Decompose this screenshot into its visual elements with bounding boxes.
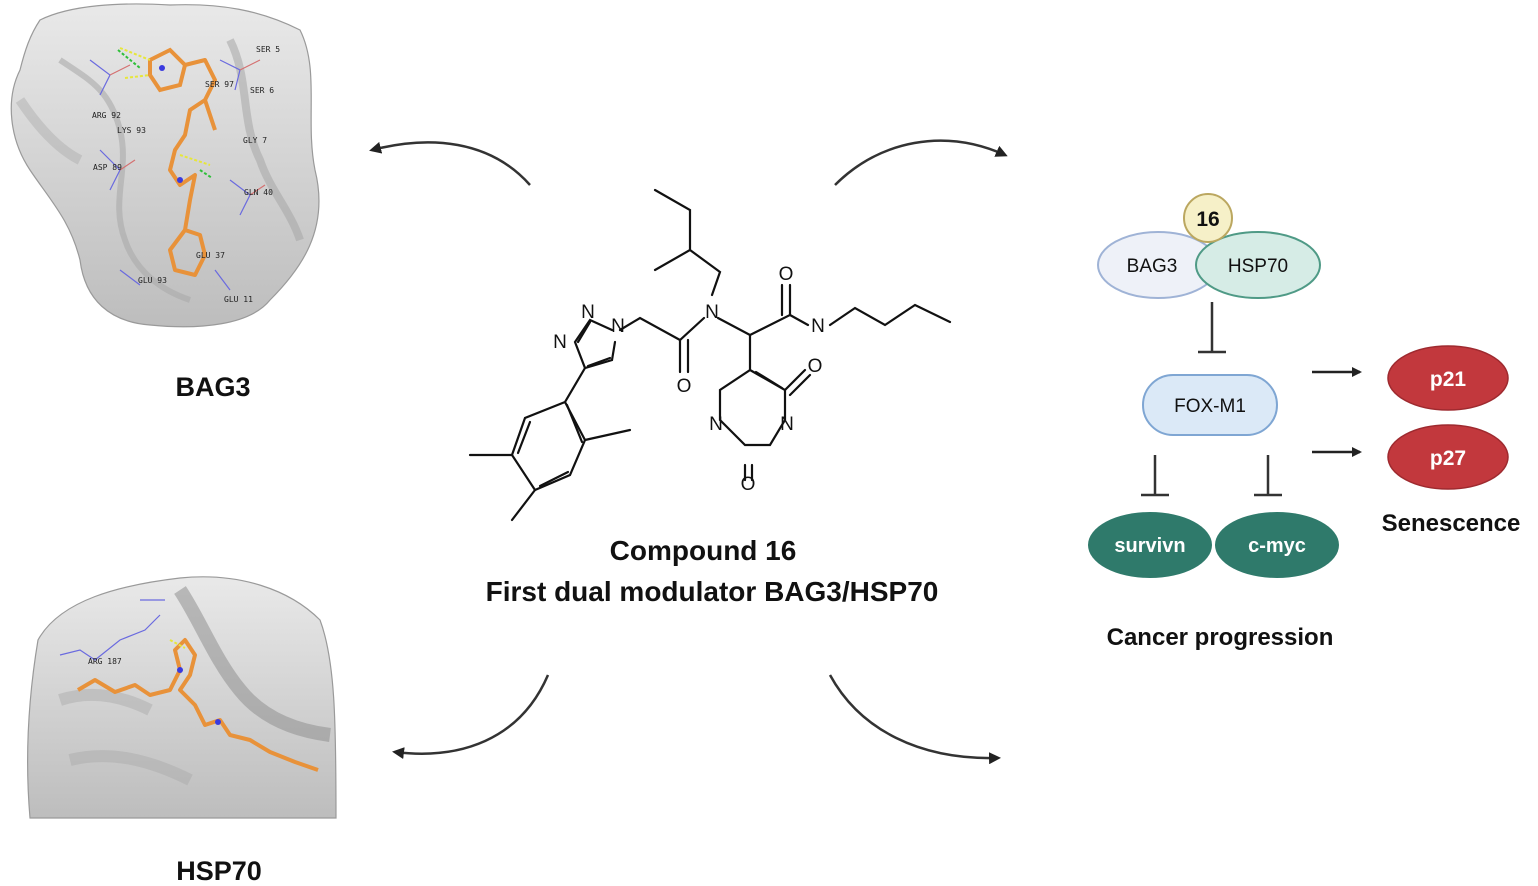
residue-label: SER 97 (205, 80, 234, 89)
residue-label: GLU 37 (196, 251, 225, 260)
compound-badge-label: 16 (1196, 208, 1219, 231)
atom-n: N (780, 414, 794, 435)
bag3-node-label: BAG3 (1127, 256, 1178, 277)
residue-label: GLU 93 (138, 276, 167, 285)
inhibition-edge (1254, 455, 1282, 497)
residue-label: SER 5 (256, 45, 280, 54)
bag3-docking-image: SER 5 SER 97 SER 6 ARG 92 LYS 93 GLY 7 A… (10, 3, 320, 328)
compound-subtitle: First dual modulator BAG3/HSP70 (486, 576, 939, 607)
atom-o: O (779, 264, 794, 285)
bag3-panel-label: BAG3 (175, 372, 250, 402)
foxm1-node-label: FOX-M1 (1174, 396, 1246, 417)
compound-badge (1183, 193, 1233, 243)
atom-n: N (705, 302, 719, 323)
atom-n: N (581, 302, 595, 323)
cmyc-node-label: c-myc (1248, 535, 1306, 557)
atom-o: O (741, 474, 756, 495)
residue-label: ARG 187 (88, 657, 122, 666)
residue-label: LYS 93 (117, 126, 146, 135)
hsp70-panel-label: HSP70 (176, 856, 262, 886)
arrow-to-pathway-top (834, 139, 1008, 186)
p27-node-label: p27 (1430, 447, 1466, 470)
hsp70-docking-image: ARG 187 (27, 576, 337, 819)
atom-n: N (811, 316, 825, 337)
hsp70-node (1195, 231, 1321, 299)
hsp70-ligand (76, 638, 319, 772)
atom-o: O (677, 376, 692, 397)
foxm1-node (1142, 374, 1278, 436)
atom-o: O (808, 356, 823, 377)
cancer-progression-label: Cancer progression (1107, 624, 1334, 651)
curved-arrows (369, 139, 1008, 765)
residue-label: SER 6 (250, 86, 274, 95)
arrow-to-hsp70 (392, 674, 550, 760)
atom-n: N (709, 414, 723, 435)
survivin-node (1088, 512, 1212, 578)
atom-n: N (611, 316, 625, 337)
p21-node-label: p21 (1430, 368, 1467, 391)
compound-title: Compound 16 (610, 535, 797, 566)
residue-label: GLU 11 (224, 295, 253, 304)
residue-label: GLN 40 (244, 188, 273, 197)
compound-atom-labels: N N N N O O N O N N O (553, 264, 825, 495)
arrow-to-pathway-bottom (828, 674, 1001, 765)
inhibition-edge (1198, 302, 1226, 354)
residue-label: ARG 92 (92, 111, 121, 120)
pathway-diagram: 16 BAG3 HSP70 FOX-M1 survivn c-myc Cance… (1088, 193, 1521, 651)
residue-label: GLY 7 (243, 136, 267, 145)
p21-node (1387, 345, 1509, 411)
residue-label: ASP 89 (93, 163, 122, 172)
atom-n: N (553, 332, 567, 353)
cmyc-node (1215, 512, 1339, 578)
compound-16-structure (468, 188, 952, 522)
survivin-node-label: survivn (1114, 535, 1185, 557)
hsp70-node-label: HSP70 (1228, 256, 1288, 277)
p27-node (1387, 424, 1509, 490)
inhibition-edge (1141, 455, 1169, 497)
bag3-ligand (117, 47, 217, 277)
senescence-label: Senescence (1382, 510, 1521, 537)
arrow-to-bag3 (369, 141, 531, 186)
